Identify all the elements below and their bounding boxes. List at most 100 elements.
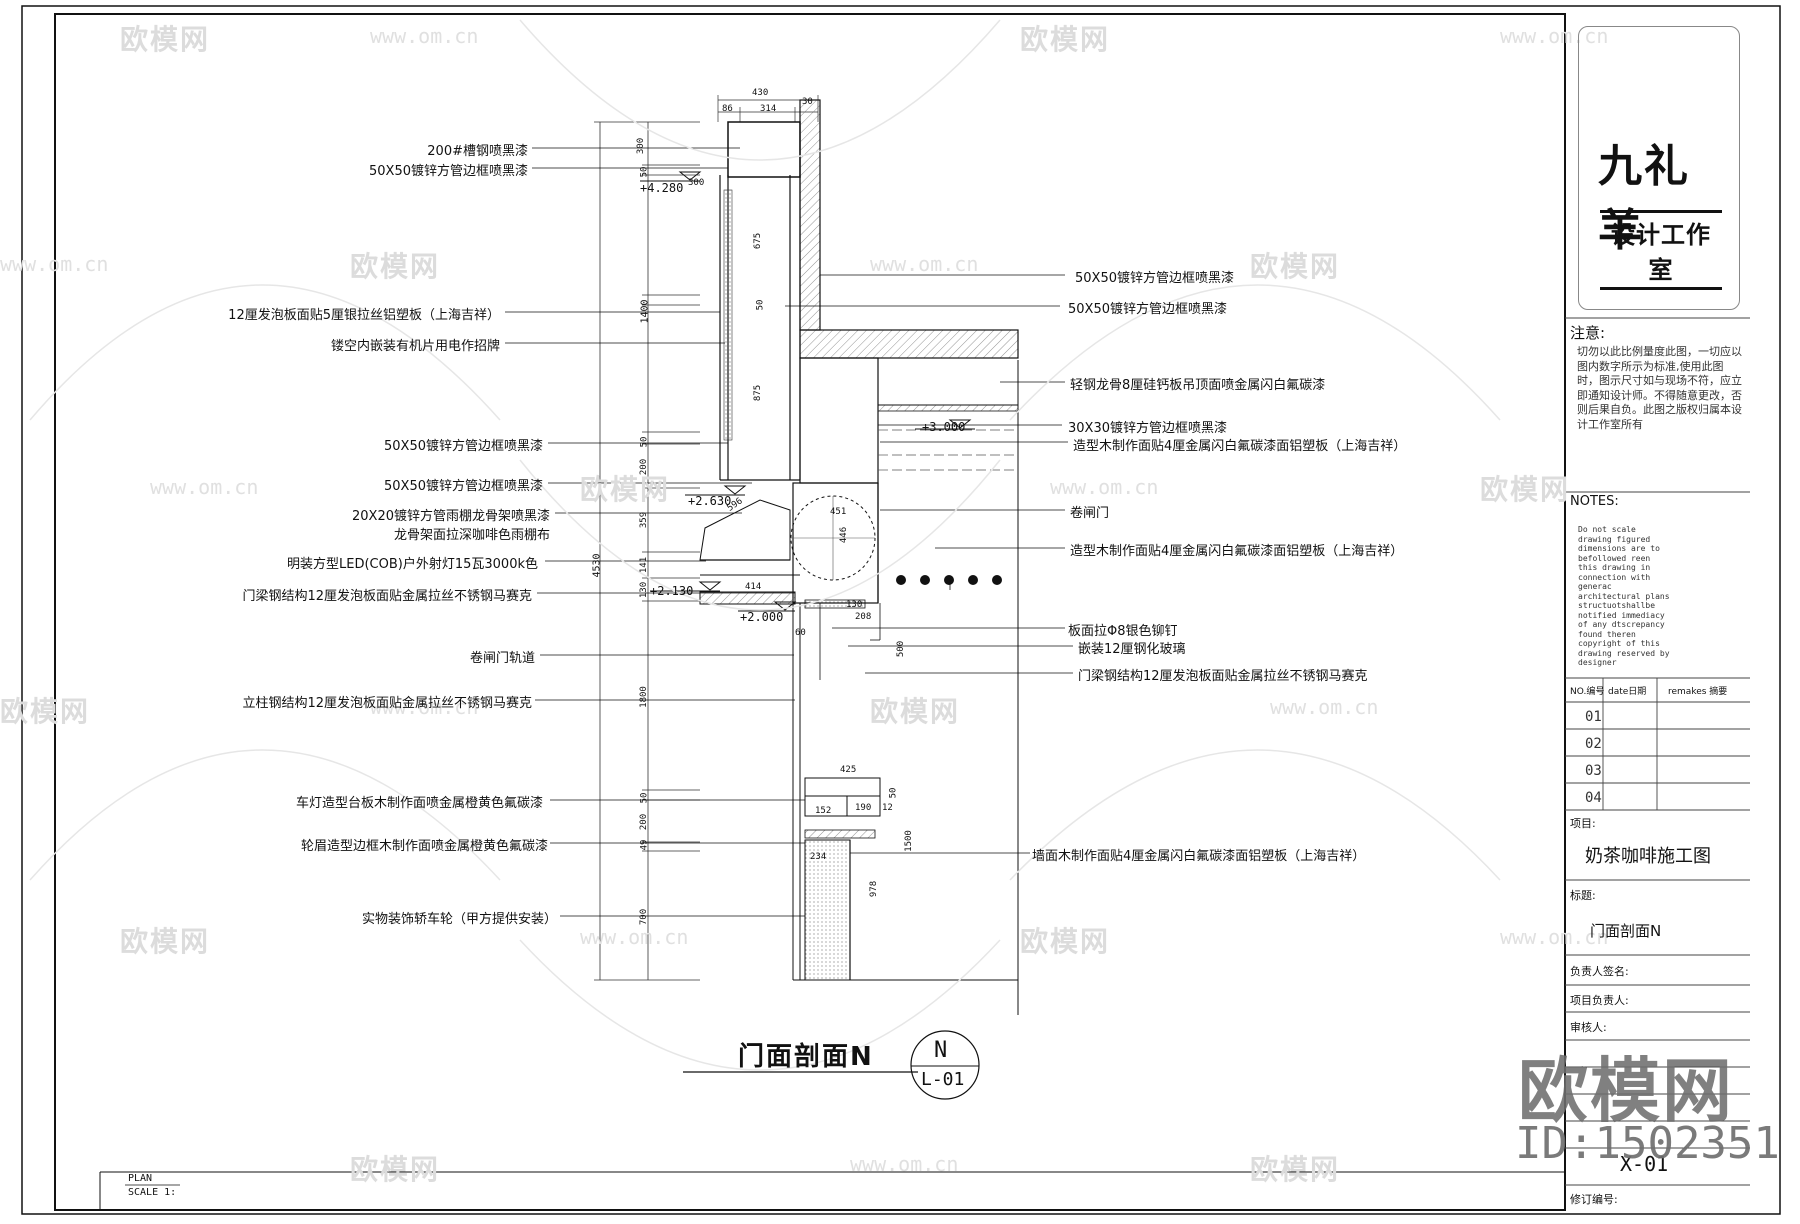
dim-v-200b: 200 (639, 813, 650, 831)
watermark-brand: 欧模网 (0, 695, 91, 728)
outer-border (21, 5, 1781, 1215)
rev-row-01: 01 (1585, 709, 1602, 725)
label-column-mosaic: 立柱钢结构12厘发泡板面贴金属拉丝不锈钢马赛克 (242, 696, 532, 711)
notes-en-title: NOTES: (1570, 494, 1619, 509)
dim-v-49: 49 (639, 839, 650, 851)
dim-misc-451: 451 (830, 507, 847, 517)
rev-header-date: date日期 (1608, 687, 1647, 697)
label-beam-mosaic: 门梁钢结构12厘发泡板面贴金属拉丝不锈钢马赛克 (242, 589, 532, 604)
dim-misc-234: 234 (810, 852, 827, 862)
label-canopy-frame: 20X20镀锌方管雨棚龙骨架喷黑漆 (352, 509, 550, 524)
dim-misc-425: 425 (840, 765, 857, 775)
dim-total-4530: 4530 (591, 553, 603, 578)
scale-label: SCALE 1: (128, 1187, 177, 1198)
car-light-feature (804, 777, 881, 981)
label-beam-mosaic-r: 门梁钢结构12厘发泡板面贴金属拉丝不锈钢马赛克 (1078, 669, 1368, 684)
watermark-brand: 欧模网 (1020, 23, 1111, 56)
watermark-url: www.om.cn (370, 24, 479, 48)
dim-v-675: 675 (753, 232, 764, 250)
sign-label-3: 审核人: (1570, 1021, 1607, 1034)
notes-cn: 切勿以此比例量度此图，一切应以图内数字所示为标准,使用此图时，图示尺寸如与现场不… (1577, 345, 1742, 431)
label-tube-frame-r2: 50X50镀锌方管边框喷黑漆 (1068, 302, 1227, 317)
watermark-url: www.om.cn (1270, 695, 1379, 719)
dim-misc-190: 190 (855, 803, 872, 813)
leader-lines-right (785, 274, 1073, 854)
label-canopy-cloth: 龙骨架面拉深咖啡色雨棚布 (393, 528, 550, 543)
dim-v-50b: 50 (755, 299, 766, 311)
dim-v-875: 875 (753, 384, 764, 402)
watermark-brand: 欧模网 (870, 695, 961, 728)
dim-v-300: 300 (636, 137, 647, 155)
dim-misc-414: 414 (745, 582, 762, 592)
watermark-brand: 欧模网 (1480, 473, 1571, 506)
label-car-wheel: 实物装饰轿车轮（甲方提供安装） (361, 912, 557, 927)
rivet-row (896, 575, 1002, 585)
dim-misc-1500: 1500 (903, 830, 914, 852)
roller-door-box (790, 482, 879, 604)
dim-misc-208: 208 (855, 612, 872, 622)
watermark-url: www.om.cn (0, 252, 109, 276)
dim-top-314: 314 (760, 104, 777, 114)
watermark-brand: 欧模网 (350, 250, 441, 283)
label-aluminum-panel-2: 造型木制作面贴4厘金属闪白氟碳漆面铝塑板（上海吉祥） (1070, 544, 1404, 559)
label-wheel-arch: 轮眉造型边框木制作面喷金属橙黄色氟碳漆 (300, 839, 548, 854)
plan-label: PLAN (128, 1173, 153, 1184)
watermark-url: www.om.cn (850, 1152, 959, 1176)
label-tube-30: 30X30镀锌方管边框喷黑漆 (1068, 421, 1227, 436)
level-2630: +2.630 (688, 494, 732, 508)
logo-box (1578, 26, 1740, 310)
title-value: 门面剖面N (1590, 922, 1662, 940)
level-2130: +2.130 (650, 584, 694, 598)
watermark-brand: 欧模网 (1250, 1153, 1341, 1186)
rev-row-04: 04 (1585, 790, 1602, 806)
label-wall-panel: 墙面木制作面贴4厘金属闪白氟碳漆面铝塑板（上海吉祥） (1032, 849, 1366, 864)
watermark-url: www.om.cn (580, 925, 689, 949)
label-car-light-board: 车灯造型台板木制作面喷金属橙黄色氟碳漆 (295, 796, 543, 811)
level-2000: +2.000 (740, 610, 784, 624)
revision-label: 修订编号: (1570, 1193, 1618, 1206)
sign-label-1: 负责人签名: (1570, 965, 1629, 978)
watermark-brand: 欧模网 (1250, 250, 1341, 283)
dim-misc-978: 978 (869, 880, 880, 898)
notes-cn-title: 注意: (1570, 324, 1606, 342)
dim-v-1800: 1800 (638, 686, 649, 708)
rev-row-03: 03 (1585, 763, 1602, 779)
label-tube-frame-3: 50X50镀锌方管边框喷黑漆 (384, 479, 543, 494)
label-roller-door: 卷闸门 (1070, 506, 1110, 521)
dim-misc-446: 446 (839, 526, 850, 544)
level-4280: +4.280 (640, 181, 684, 195)
rev-header-no: NO.编号 (1570, 687, 1605, 697)
watermark-brand: 欧模网 (1020, 925, 1111, 958)
lower-column (792, 360, 1019, 1015)
label-aluminum-panel-1: 造型木制作面贴4厘金属闪白氟碳漆面铝塑板（上海吉祥） (1073, 439, 1407, 454)
label-tube-frame-r1: 50X50镀锌方管边框喷黑漆 (1075, 271, 1234, 286)
label-acrylic-sign: 镂空内嵌装有机片用电作招牌 (330, 339, 500, 354)
watermark-brand: 欧模网 (120, 925, 211, 958)
dim-1400: 1400 (639, 299, 651, 324)
watermark-url: www.om.cn (370, 695, 479, 719)
notes-en: Do not scale drawing figured dimensions … (1578, 525, 1670, 667)
rev-header-remarks: remakes 摘要 (1668, 687, 1728, 697)
watermark-brand: 欧模网 (580, 473, 671, 506)
watermark-url: www.om.cn (1500, 925, 1609, 949)
watermark-url: www.om.cn (870, 252, 979, 276)
watermark-big-brand: 欧模网 (1518, 1050, 1734, 1132)
label-sign-panel: 12厘发泡板面贴5厘银拉丝铝塑板（上海吉祥） (228, 308, 500, 323)
dim-v-200: 200 (639, 458, 650, 476)
level-3000: +3.000 (922, 420, 966, 434)
dim-misc-152: 152 (815, 806, 832, 816)
dim-misc-12: 12 (882, 803, 893, 813)
brand-name: 九礼羊 (1598, 141, 1690, 256)
dim-misc-50: 50 (888, 787, 899, 799)
watermark-url: www.om.cn (1500, 24, 1609, 48)
dim-v-141: 141 (639, 556, 650, 574)
section-symbol (910, 1030, 980, 1100)
dim-v-50c: 50 (639, 436, 650, 448)
dim-misc-300: 300 (688, 178, 705, 188)
project-name: 奶茶咖啡施工图 (1585, 846, 1711, 867)
dim-ticks (594, 121, 700, 981)
dim-top-430: 430 (752, 88, 769, 98)
label-rivets: 板面拉Φ8银色铆钉 (1068, 624, 1178, 639)
